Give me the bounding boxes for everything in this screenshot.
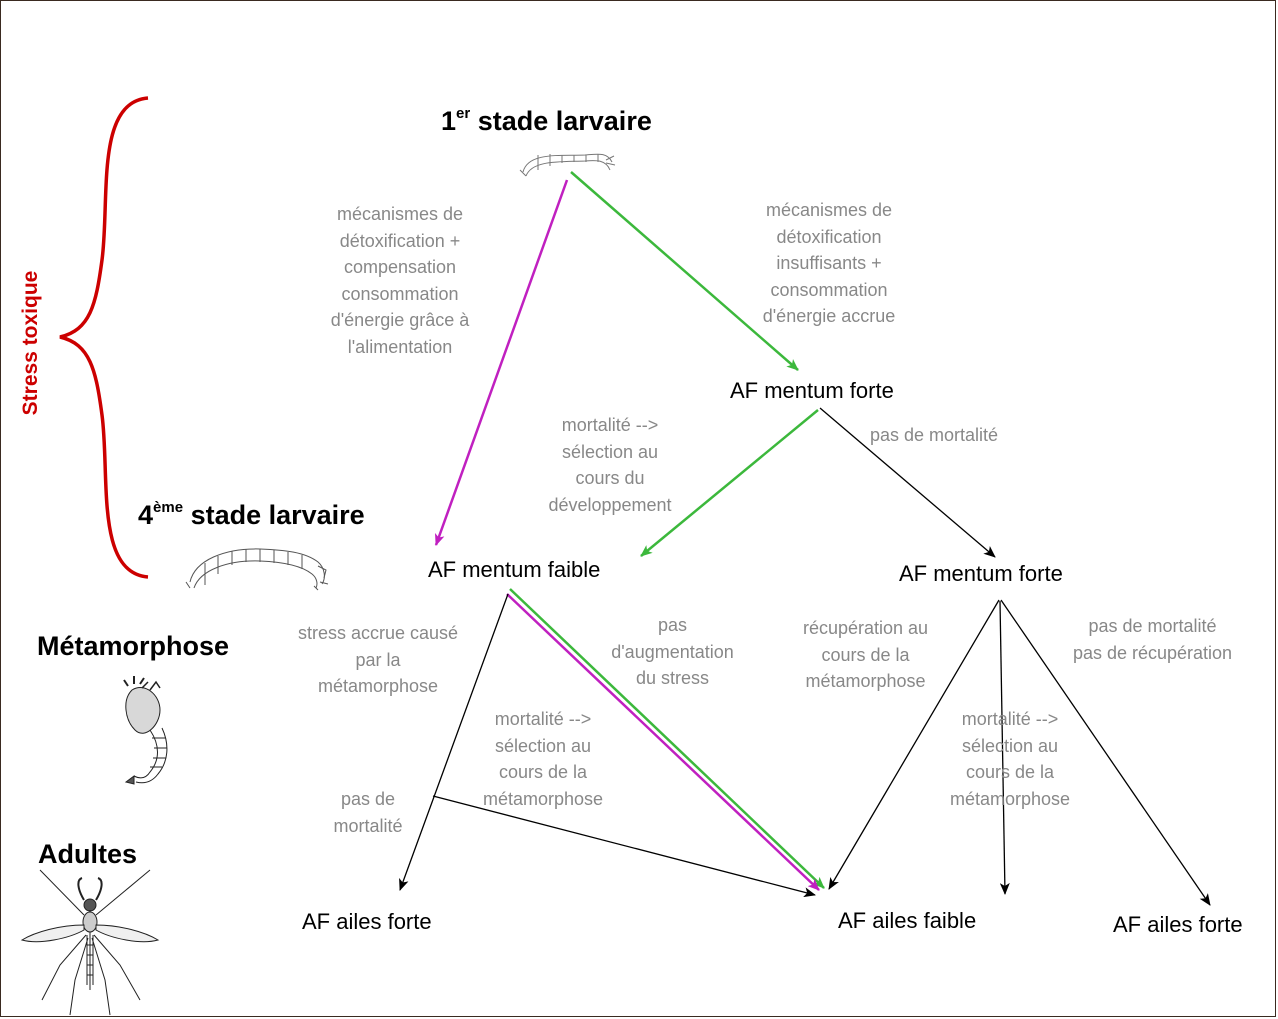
- arrow-forte-to-ailes-faible: [828, 599, 1000, 890]
- adult-mosquito-icon: [20, 869, 160, 1016]
- annotation-pas-mortalite-recuperation: pas de mortalité pas de récupération: [1072, 616, 1233, 663]
- arrow-green-to-mentum-forte: [570, 171, 799, 371]
- node-af-ailes-faible: AF ailes faible: [838, 908, 977, 933]
- annotation-pas-de-mortalite-top: pas de mortalité: [870, 425, 999, 445]
- stage-4-label: 4ème stade larvaire: [138, 499, 365, 530]
- annotation-mortalite-metamorphose-right: mortalité --> sélection au cours de la m…: [949, 709, 1071, 809]
- adultes-label: Adultes: [38, 839, 138, 869]
- node-af-ailes-forte-left: AF ailes forte: [302, 909, 432, 934]
- arrow-magenta-to-ailes-faible: [506, 593, 820, 891]
- node-af-ailes-forte-right: AF ailes forte: [1113, 912, 1243, 937]
- stress-toxique-label: Stress toxique: [19, 270, 42, 416]
- annotation-mortalite-metamorphose-left: mortalité --> sélection au cours de la m…: [482, 709, 604, 809]
- pupa-icon: [123, 676, 168, 785]
- annotation-recuperation: récupération au cours de la métamorphose: [802, 618, 929, 691]
- annotation-pas-augmentation: pas d'augmentation du stress: [611, 615, 734, 688]
- arrow-selection-to-ailes-faible: [432, 795, 816, 898]
- arrow-magenta-to-mentum-faible: [434, 179, 569, 546]
- arrow-forte-to-ailes-faible-selection: [999, 600, 1010, 895]
- metamorphose-label: Métamorphose: [37, 631, 230, 661]
- annotation-detox-compensation: mécanismes de détoxification + compensat…: [330, 204, 470, 357]
- annotation-mortalite-developpement: mortalité --> sélection au cours du déve…: [548, 415, 672, 515]
- node-af-mentum-forte-right: AF mentum forte: [899, 561, 1063, 586]
- arrow-green-to-ailes-faible: [509, 588, 825, 889]
- first-instar-larva-icon: [519, 153, 616, 177]
- arrow-faible-to-ailes-forte-left: [399, 593, 509, 891]
- arrow-forte-to-ailes-forte-right: [1000, 599, 1211, 906]
- stage-1-label: 1er stade larvaire: [441, 105, 652, 136]
- annotation-detox-insuffisants: mécanismes de détoxification insuffisant…: [762, 200, 896, 326]
- arrow-green-to-mentum-faible: [640, 409, 819, 557]
- arrow-pas-de-mortalite-top: [819, 407, 996, 558]
- annotation-stress-accrue: stress accrue causé par la métamorphose: [297, 623, 459, 696]
- fourth-instar-larva-icon: [185, 548, 329, 591]
- node-af-mentum-forte-top: AF mentum forte: [730, 378, 894, 403]
- annotation-pas-de-mortalite-left: pas de mortalité: [333, 789, 403, 836]
- stress-brace: [59, 96, 149, 579]
- node-af-mentum-faible: AF mentum faible: [428, 557, 601, 582]
